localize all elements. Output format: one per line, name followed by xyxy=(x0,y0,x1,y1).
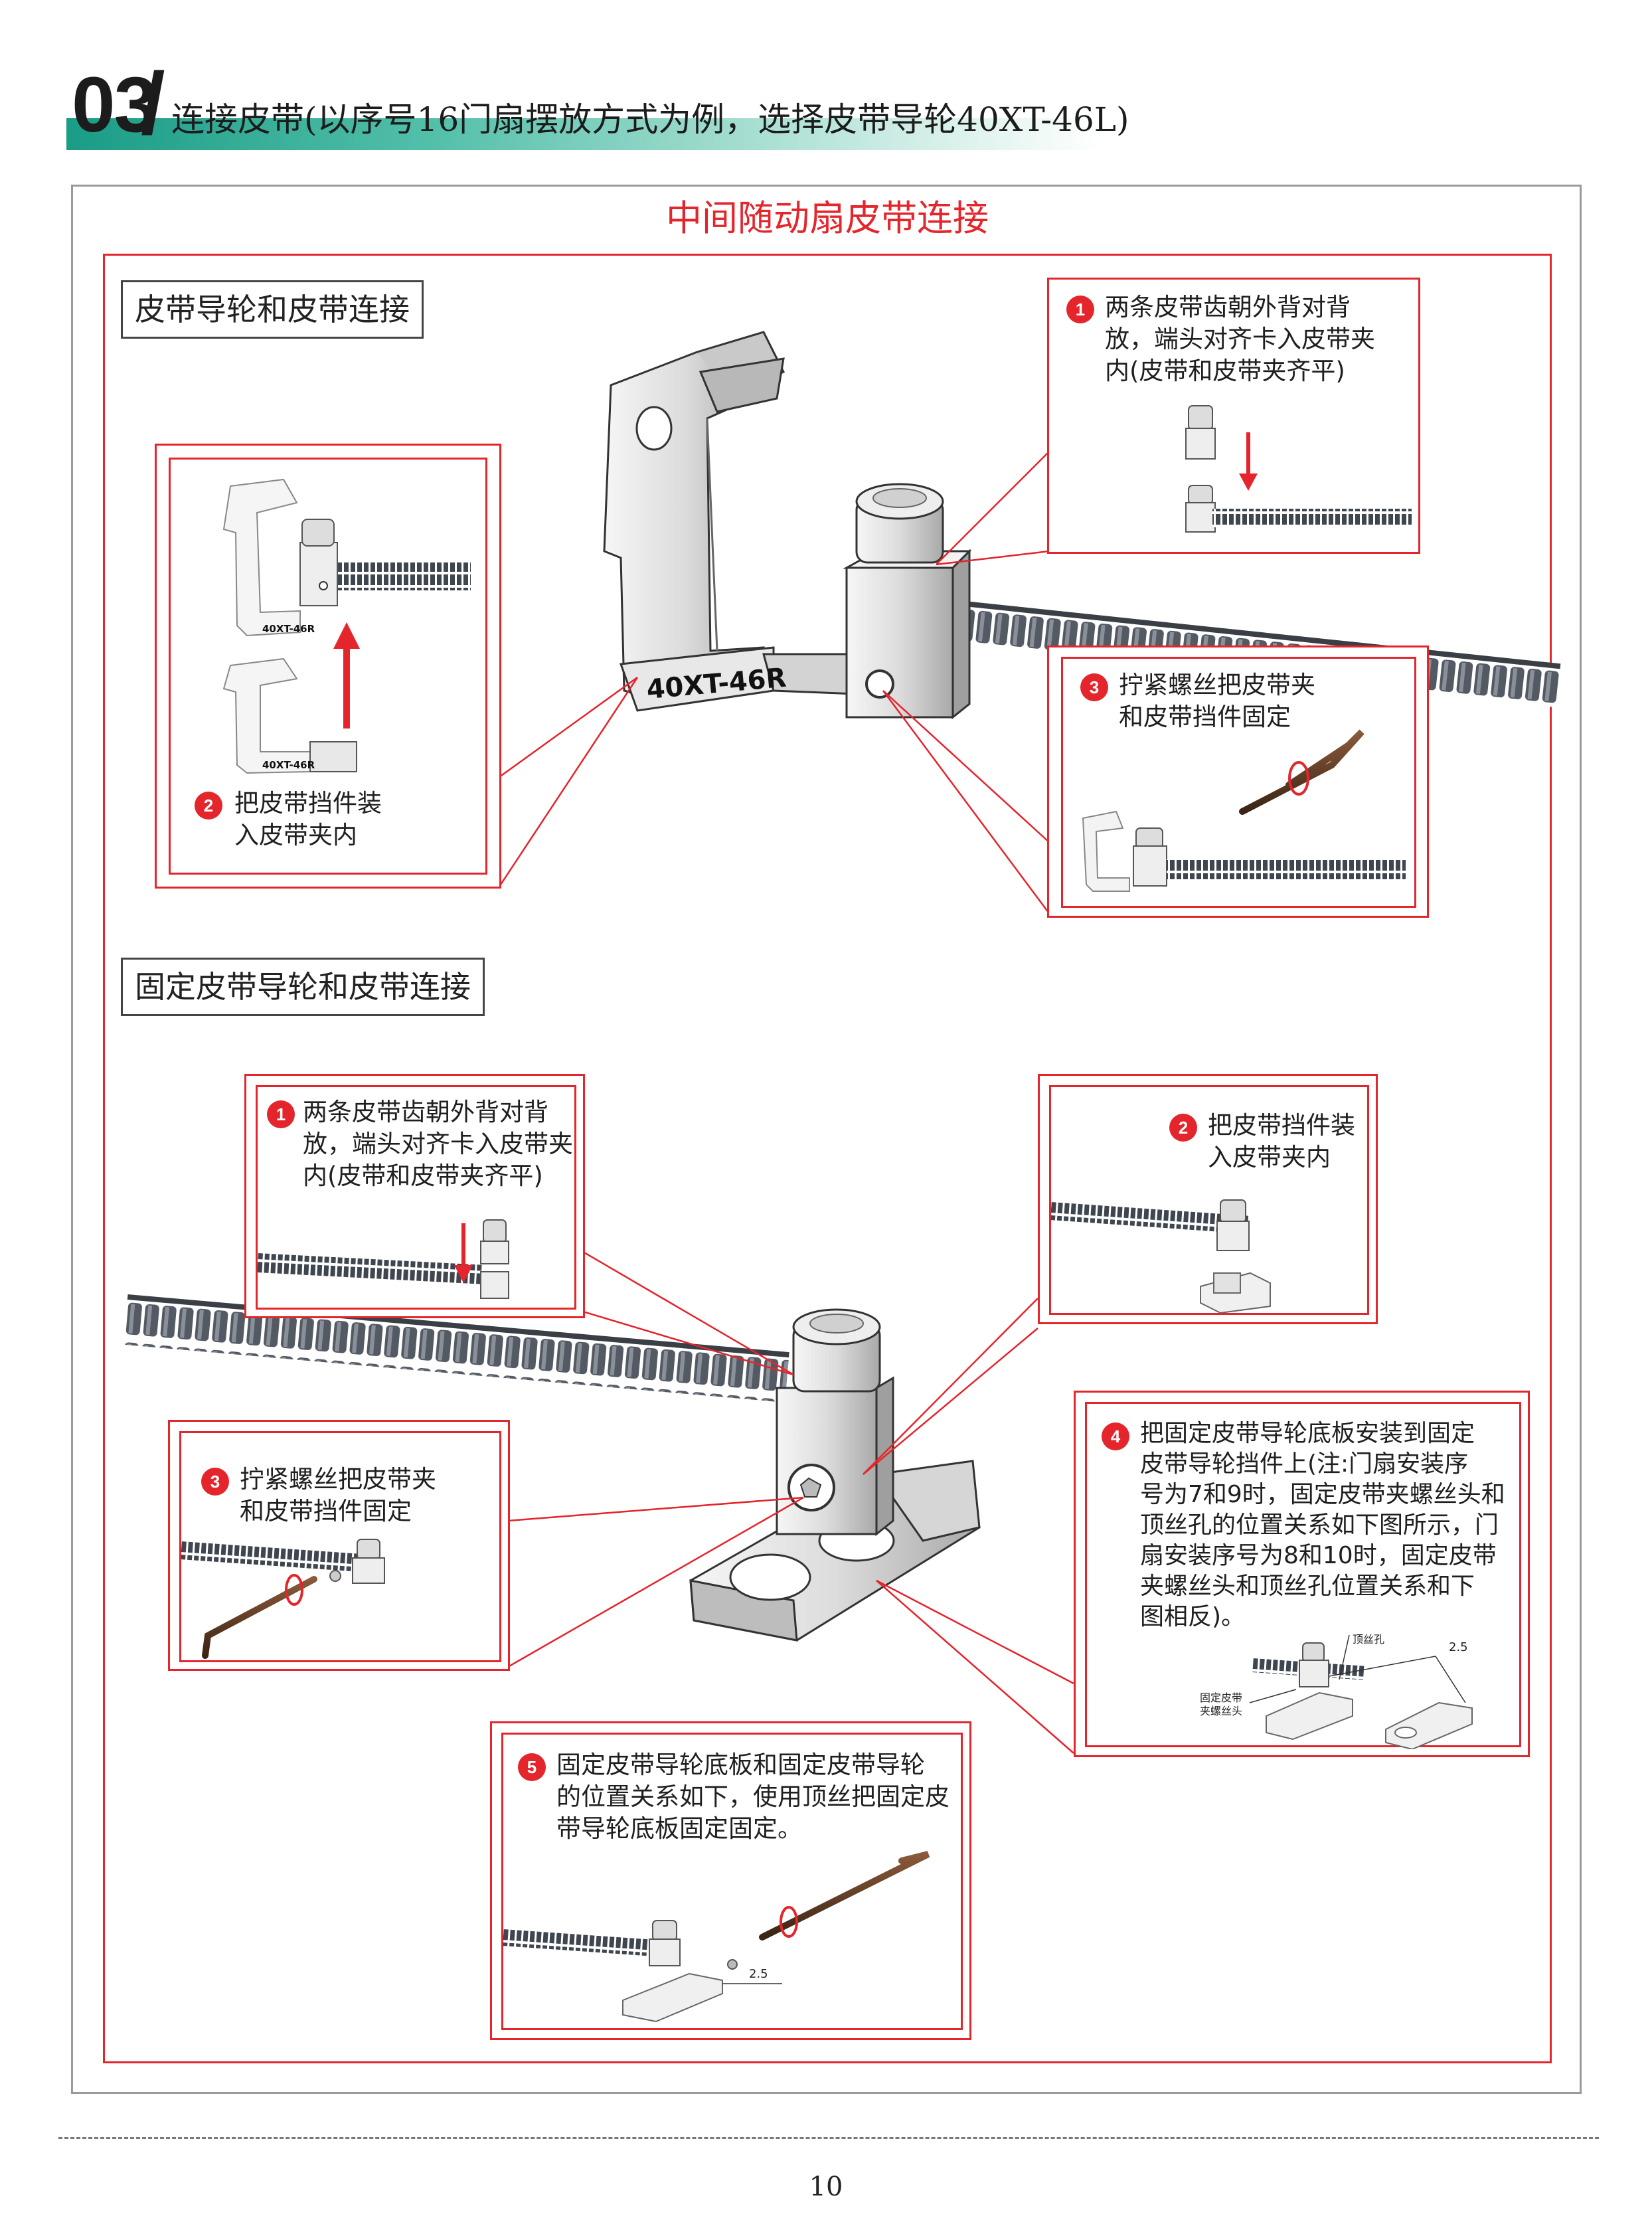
s1-step2-line2: 入皮带夹内 xyxy=(234,821,357,849)
s2-step4-text: 把固定皮带导轮底板安装到固定 皮带导轮挡件上(注:门扇安装序 号为7和9时，固定… xyxy=(1140,1419,1505,1632)
s2-step3-text: 拧紧螺丝把皮带夹 和皮带挡件固定 xyxy=(240,1464,436,1527)
s2-step4-drawing: 顶丝孔 固定皮带 夹螺丝头 2.5 xyxy=(1200,1633,1473,1749)
s2-step3-line2: 和皮带挡件固定 xyxy=(240,1497,412,1525)
s1-step2-text: 把皮带挡件装 入皮带夹内 xyxy=(234,788,382,851)
s2-step1-box: 1 两条皮带齿朝外背对背 放，端头对齐卡入皮带夹 内(皮带和皮带夹齐平) xyxy=(244,1074,585,1318)
guide-wheel-40xt-46r: 40XT-46R xyxy=(603,331,972,720)
footer-divider xyxy=(58,2137,1599,2139)
s2-step4-line7: 图相反)。 xyxy=(1140,1603,1246,1630)
s2-step5-line1: 固定皮带导轮底板和固定皮带导轮 xyxy=(556,1751,925,1779)
callout-hole: 顶丝孔 xyxy=(1353,1633,1384,1646)
leader-lines xyxy=(498,451,1074,1754)
s2-step5-inner: 5 固定皮带导轮底板和固定皮带导轮 的位置关系如下，使用顶丝把固定皮 带导轮底板… xyxy=(501,1733,963,2030)
s2-step1-line1: 两条皮带齿朝外背对背 xyxy=(303,1098,548,1126)
s2-step1-drawing xyxy=(258,1219,509,1299)
s2-step5-text: 固定皮带导轮底板和固定皮带导轮 的位置关系如下，使用顶丝把固定皮 带导轮底板固定… xyxy=(556,1749,950,1845)
s1-step3-box: 3 拧紧螺丝把皮带夹 和皮带挡件固定 xyxy=(1047,645,1429,918)
s2-step5-line2: 的位置关系如下，使用顶丝把固定皮 xyxy=(556,1782,950,1811)
s2-step1-line2: 放，端头对齐卡入皮带夹 xyxy=(303,1130,573,1158)
s1-step3-drawing xyxy=(1082,729,1406,892)
s2-step2-line1: 把皮带挡件装 xyxy=(1208,1111,1355,1140)
s2-step4-line1: 把固定皮带导轮底板安装到固定 xyxy=(1140,1420,1475,1447)
s2-step4-line5: 扇安装序号为8和10时，固定皮带 xyxy=(1140,1542,1497,1569)
s2-step2-text: 把皮带挡件装 入皮带夹内 xyxy=(1208,1110,1355,1173)
s1-step1-badge: 1 xyxy=(1066,296,1094,323)
s2-step5-badge: 5 xyxy=(518,1753,546,1781)
callout-screw-1: 固定皮带 xyxy=(1200,1691,1242,1704)
s1-step2-badge: 2 xyxy=(195,792,222,819)
s2-step1-inner: 1 两条皮带齿朝外背对背 放，端头对齐卡入皮带夹 内(皮带和皮带夹齐平) xyxy=(256,1085,576,1310)
chapter-slash: / xyxy=(141,54,165,152)
s2-step4-badge: 4 xyxy=(1102,1422,1129,1450)
chapter-number: 03 xyxy=(72,61,157,149)
s1-step2-inner: 40XT-46R 40XT-46R 2 把皮带挡件装 入皮带夹内 xyxy=(169,458,487,875)
page-number: 10 xyxy=(809,2172,843,2202)
s2-step2-box: 2 把皮带挡件装 入皮带夹内 xyxy=(1038,1074,1378,1324)
s1-step3-badge: 3 xyxy=(1080,673,1108,701)
s1-step2-line1: 把皮带挡件装 xyxy=(234,789,382,817)
s1-thumb-label: 40XT-46R xyxy=(262,623,315,635)
s1-step2-box: 40XT-46R 40XT-46R 2 把皮带挡件装 入皮带夹内 xyxy=(155,444,501,889)
chapter-title: 连接皮带(以序号16门扇摆放方式为例，选择皮带导轮40XT-46L) xyxy=(171,100,1129,139)
red-frame xyxy=(103,254,1552,2063)
s1-step1-box: 1 两条皮带齿朝外背对背 放，端头对齐卡入皮带夹 内(皮带和皮带夹齐平) xyxy=(1047,278,1420,554)
content-frame xyxy=(71,185,1582,2094)
fixed-guide-wheel xyxy=(689,1308,981,1642)
s2-step4-line2: 皮带导轮挡件上(注:门扇安装序 xyxy=(1140,1450,1469,1478)
section2-label: 固定皮带导轮和皮带连接 xyxy=(121,958,485,1016)
s2-step1-line3: 内(皮带和皮带夹齐平) xyxy=(303,1161,543,1190)
s2-step5-box: 5 固定皮带导轮底板和固定皮带导轮 的位置关系如下，使用顶丝把固定皮 带导轮底板… xyxy=(490,1721,971,2040)
callout-screw-2: 夹螺丝头 xyxy=(1200,1705,1242,1717)
dimension-label-5: 2.5 xyxy=(749,1967,768,1981)
main-title: 中间随动扇皮带连接 xyxy=(666,197,989,239)
s1-step3-line1: 拧紧螺丝把皮带夹 xyxy=(1119,671,1315,699)
s2-step5-drawing: 2.5 xyxy=(503,1851,930,2023)
s2-step1-badge: 1 xyxy=(267,1100,295,1128)
section1-label: 皮带导轮和皮带连接 xyxy=(121,280,424,339)
dimension-label: 2.5 xyxy=(1449,1640,1468,1654)
s2-step3-box: 3 拧紧螺丝把皮带夹 和皮带挡件固定 xyxy=(168,1420,510,1671)
s2-step2-inner: 2 把皮带挡件装 入皮带夹内 xyxy=(1049,1085,1369,1315)
s2-step2-line2: 入皮带夹内 xyxy=(1208,1143,1331,1171)
s1-step1-drawing xyxy=(1185,405,1412,533)
s1-step1-text: 两条皮带齿朝外背对背 放，端头对齐卡入皮带夹 内(皮带和皮带夹齐平) xyxy=(1105,292,1375,387)
s2-step4-inner: 4 把固定皮带导轮底板安装到固定 皮带导轮挡件上(注:门扇安装序 号为7和9时，… xyxy=(1085,1402,1521,1749)
s2-step4-line6: 夹螺丝头和顶丝孔位置关系和下 xyxy=(1140,1573,1475,1600)
s2-step3-inner: 3 拧紧螺丝把皮带夹 和皮带挡件固定 xyxy=(179,1431,501,1662)
s1-step1-line2: 放，端头对齐卡入皮带夹 xyxy=(1105,325,1375,353)
s2-step3-line1: 拧紧螺丝把皮带夹 xyxy=(240,1465,436,1494)
s2-step2-drawing xyxy=(1051,1199,1271,1313)
s2-step2-badge: 2 xyxy=(1169,1114,1197,1142)
s2-step3-drawing xyxy=(181,1539,385,1659)
s1-step3-inner: 3 拧紧螺丝把皮带夹 和皮带挡件固定 xyxy=(1061,657,1416,908)
s1-step3-line2: 和皮带挡件固定 xyxy=(1119,703,1291,731)
s1-step1-line1: 两条皮带齿朝外背对背 xyxy=(1105,293,1351,321)
s2-step4-line3: 号为7和9时，固定皮带夹螺丝头和 xyxy=(1140,1481,1505,1508)
s2-step3-badge: 3 xyxy=(201,1468,229,1496)
s1-thumb-label-2: 40XT-46R xyxy=(262,759,315,771)
s1-step1-line3: 内(皮带和皮带夹齐平) xyxy=(1105,357,1345,385)
s1-step2-drawing: 40XT-46R 40XT-46R xyxy=(222,478,471,774)
s1-step3-text: 拧紧螺丝把皮带夹 和皮带挡件固定 xyxy=(1119,669,1315,733)
s2-step5-line3: 带导轮底板固定固定。 xyxy=(556,1814,802,1843)
s2-step1-text: 两条皮带齿朝外背对背 放，端头对齐卡入皮带夹 内(皮带和皮带夹齐平) xyxy=(303,1096,573,1192)
s2-step4-line4: 顶丝孔的位置关系如下图所示，门 xyxy=(1140,1511,1499,1539)
header-banner xyxy=(66,118,1102,150)
s2-step4-box: 4 把固定皮带导轮底板安装到固定 皮带导轮挡件上(注:门扇安装序 号为7和9时，… xyxy=(1074,1391,1530,1757)
